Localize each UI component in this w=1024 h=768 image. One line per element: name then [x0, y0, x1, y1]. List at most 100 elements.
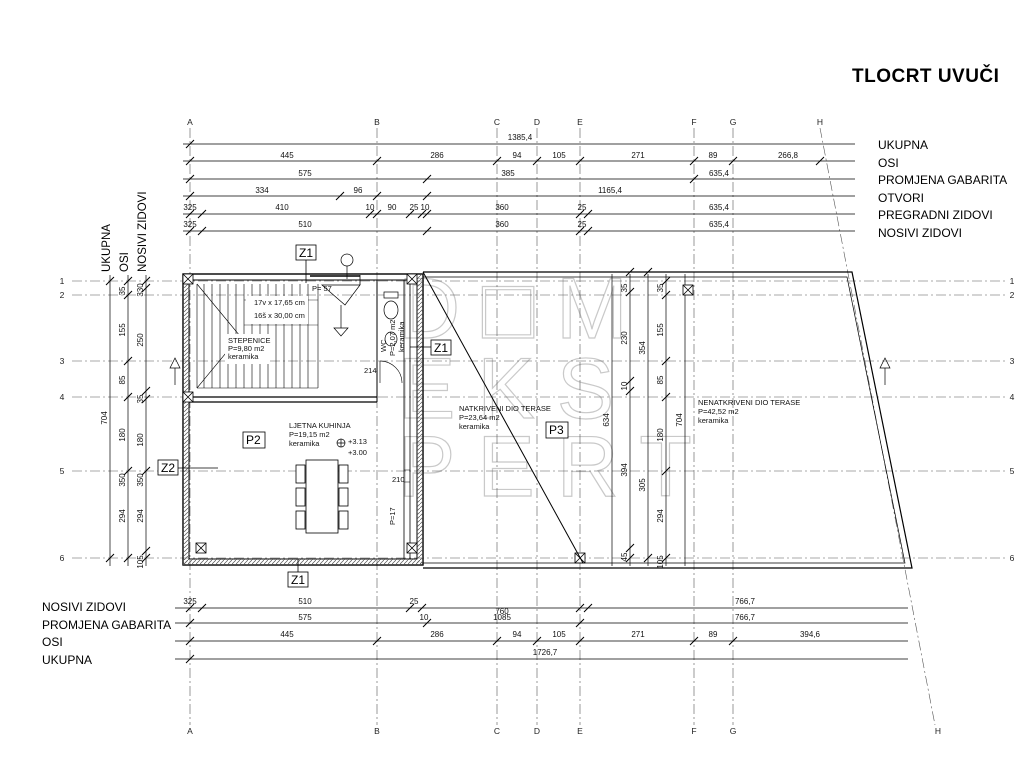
dim-left-ukupna: 704 — [100, 411, 109, 425]
left-dimension-lines — [109, 275, 147, 566]
room-p2-name: LJETNA KUHINJA — [289, 421, 351, 430]
legend-top-osi: OSI — [878, 155, 899, 170]
dim-top-pregradni-9: 635,4 — [709, 203, 730, 212]
dim-left-nosivi-7: 105 — [136, 555, 145, 569]
wc-fixtures — [321, 253, 399, 347]
room-p3-finish: keramika — [459, 422, 490, 431]
legend-top-gabarit: PROMJENA GABARITA — [878, 173, 1008, 187]
axis-5-right: 5 — [1010, 466, 1015, 476]
misc-p57: P= 57 — [312, 284, 332, 293]
axis-numbers: 1 2 3 4 5 6 1 2 3 4 5 6 — [60, 276, 1015, 563]
legend-bottom: NOSIVI ZIDOVI PROMJENA GABARITA OSI UKUP… — [42, 599, 171, 669]
dim-top-nosivi-1: 325 — [183, 220, 197, 229]
dim-top-otvori-1: 334 — [255, 186, 269, 195]
dim-bottom-ukupna: 1726,7 — [533, 648, 558, 657]
dim-top-pregradni-1: 325 — [183, 203, 197, 212]
room-p3-name: NATKRIVENI DIO TERASE — [459, 404, 551, 413]
dim-top-nosivi-4: 25 — [578, 220, 587, 229]
dim-right-b-2: 634 — [602, 413, 611, 427]
axis-g-bottom: G — [730, 726, 737, 736]
dim-bottom-gabarit-1: 575 — [298, 613, 312, 622]
plan-title: TLOCRT UVUČI — [852, 66, 1000, 87]
dim-left-small-1: 330 — [136, 283, 145, 297]
dim-top-pregradni-4: 90 — [388, 203, 397, 212]
dim-top-otvori-2: 96 — [354, 186, 363, 195]
dim-top-gabarit-2: 385 — [501, 169, 515, 178]
axis-1-right: 1 — [1010, 276, 1015, 286]
dim-bottom-osi-3: 94 — [513, 630, 522, 639]
vertical-axes — [189, 127, 936, 726]
level-marks: +3.13 +3.00 — [336, 437, 367, 457]
dim-left-osi-4: 350 — [118, 473, 127, 487]
room-uncovered-area: P=42,52 m2 — [698, 407, 739, 416]
dim-top-pregradni-8: 25 — [578, 203, 587, 212]
bottom-dimension-values: 325 510 25 766,7 575 10 1085 766,7 760 4… — [183, 597, 820, 657]
section-markers: Z1 Z1 Z1 Z2 — [157, 244, 452, 588]
room-p3-tag — [545, 421, 569, 439]
misc-p17: P=17 — [388, 507, 397, 525]
right-dimension-values: 35 230 10 394 45 354 634 35 155 85 180 3… — [602, 283, 684, 569]
left-dimension-values: 704 155 85 180 350 294 35 250 35 180 350… — [100, 283, 145, 569]
axis-d-top: D — [534, 117, 540, 127]
horizontal-axes — [72, 280, 1005, 559]
openings — [379, 360, 410, 483]
dim-top-osi-1: 445 — [280, 151, 294, 160]
legend-top-pregradni: PREGRADNI ZIDOVI — [878, 208, 993, 222]
section-label-z1-bottom: Z1 — [291, 573, 305, 587]
legend-bottom-osi: OSI — [42, 635, 63, 649]
watermark-line-3: PERT — [398, 419, 714, 515]
axis-a-bottom: A — [187, 726, 193, 736]
dining-table — [295, 459, 349, 534]
room-p2-tag — [242, 431, 266, 449]
dim-top-osi-3: 94 — [513, 151, 522, 160]
dim-top-pregradni-7: 360 — [495, 203, 509, 212]
legend-top: UKUPNA OSI PROMJENA GABARITA OTVORI PREG… — [878, 137, 1007, 242]
section-label-z2: Z2 — [161, 461, 175, 475]
left-dimension-ticks — [105, 276, 151, 563]
section-cut-arrows — [169, 357, 891, 385]
dim-top-osi-2: 286 — [430, 151, 444, 160]
dim-bottom-osi-6: 89 — [709, 630, 718, 639]
room-p3-area: P=23,64 m2 — [459, 413, 500, 422]
room-p2-finish: keramika — [289, 439, 320, 448]
axis-6-left: 6 — [60, 553, 65, 563]
dim-top-osi-7: 266,8 — [778, 151, 799, 160]
dim-bottom-nosivi-3: 25 — [410, 597, 419, 606]
dim-right-d-1: 704 — [675, 413, 684, 427]
axis-2-right: 2 — [1010, 290, 1015, 300]
dim-right-c-1: 35 — [656, 283, 665, 292]
axis-c-bottom: C — [494, 726, 500, 736]
axis-c-top: C — [494, 117, 500, 127]
room-stairs: STEPENICE P=9,80 m2 keramika 17v x 17,65… — [228, 298, 305, 361]
section-marker-z2 — [157, 459, 179, 476]
room-p3: P3 NATKRIVENI DIO TERASE P=23,64 m2 kera… — [459, 404, 569, 439]
room-wc: WC P=2,07 m2 keramika — [379, 320, 406, 356]
room-uncovered-terrace: NENATKRIVENI DIO TERASE P=42,52 m2 keram… — [698, 398, 800, 425]
axis-h-bottom: H — [935, 726, 941, 736]
dim-top-pregradni-3: 10 — [366, 203, 375, 212]
axis-e-top: E — [577, 117, 583, 127]
watermark-line-2: EKS — [398, 341, 636, 437]
dim-left-nosivi-2: 250 — [136, 333, 145, 347]
dim-top-gabarit-1: 575 — [298, 169, 312, 178]
dim-left-nosivi-1: 35 — [118, 286, 127, 295]
dim-right-c-5: 305 — [638, 478, 647, 492]
dim-right-a-3: 10 — [620, 381, 629, 390]
room-stairs-finish: keramika — [228, 352, 259, 361]
room-wc-finish: keramika — [397, 321, 406, 352]
dim-top-osi-4: 105 — [552, 151, 566, 160]
legend-bottom-ukupna: UKUPNA — [42, 652, 93, 667]
axis-4-right: 4 — [1010, 392, 1015, 402]
room-stairs-area: P=9,80 m2 — [228, 344, 264, 353]
axis-letters: A B C D E F G H A B C D E F G H — [187, 117, 941, 736]
axis-h-top: H — [817, 117, 823, 127]
top-dimension-values: 1385,4 445 286 94 105 271 89 266,8 575 3… — [183, 133, 798, 229]
dim-bottom-nosivi-1: 325 — [183, 597, 197, 606]
dim-left-osi-2: 85 — [118, 375, 127, 384]
dim-right-a-2: 230 — [620, 331, 629, 345]
dim-top-gabarit-3: 635,4 — [709, 169, 730, 178]
dim-right-c-2: 155 — [656, 323, 665, 337]
legend-top-otvori: OTVORI — [878, 190, 925, 205]
right-dimension-lines — [611, 274, 686, 566]
